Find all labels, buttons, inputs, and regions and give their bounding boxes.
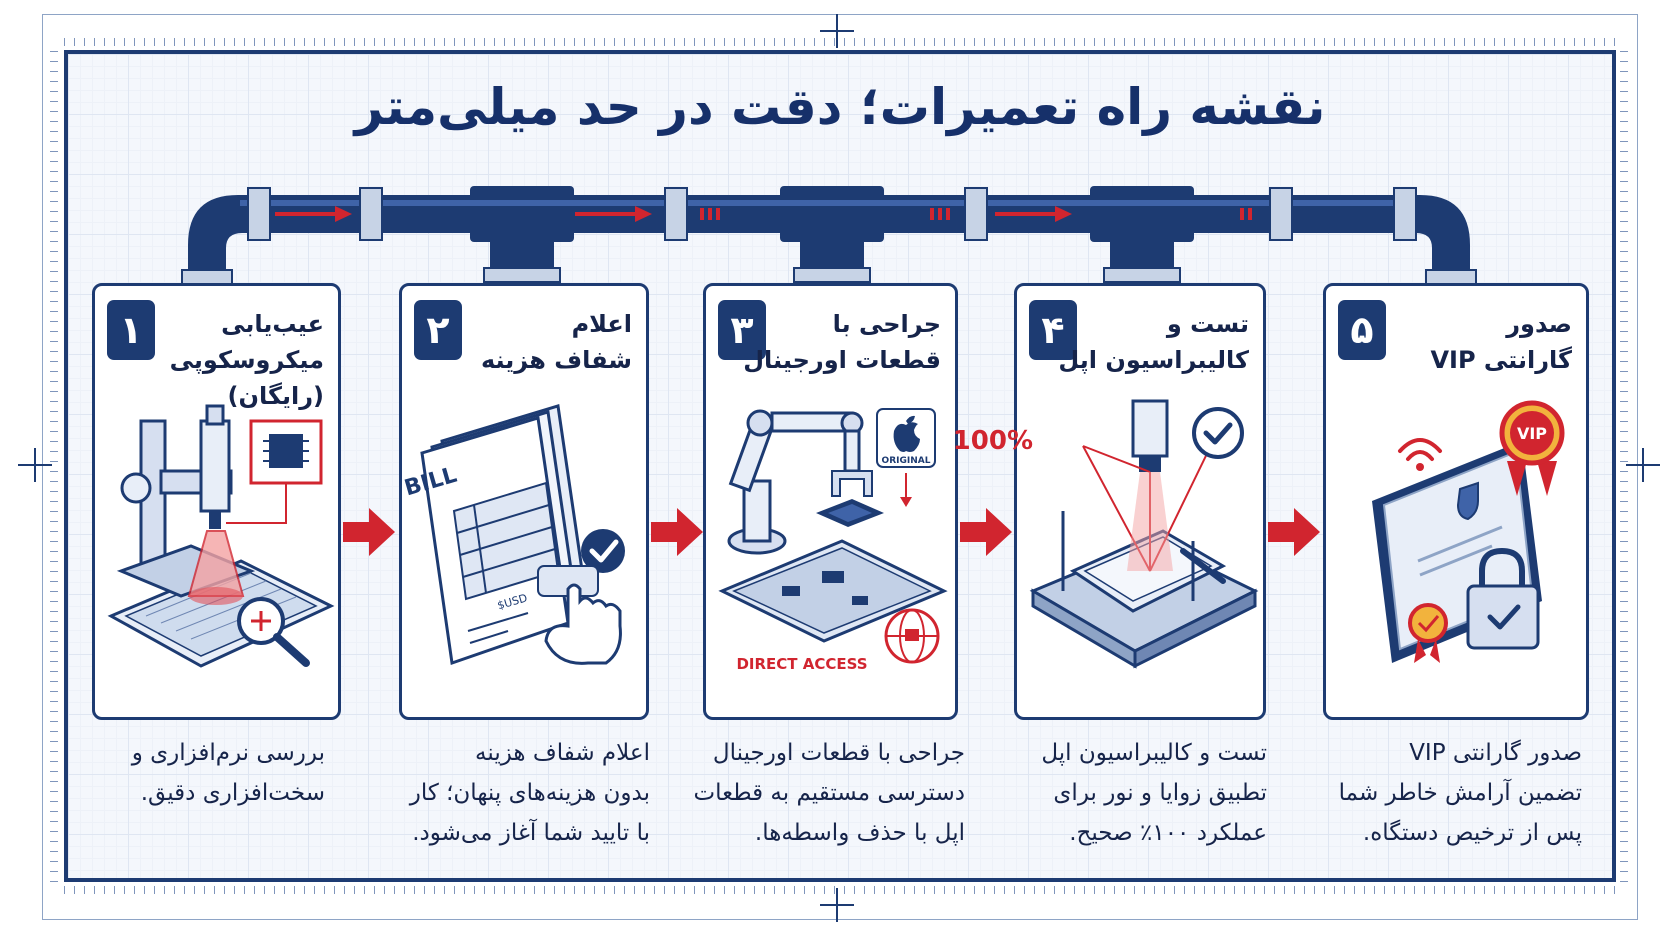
calibration-icon: 100% bbox=[953, 399, 1259, 669]
step-title-3: جراحی با قطعات اورجینال bbox=[743, 306, 941, 378]
step-card-5: ۵ صدور گارانتی VIP VIP bbox=[1323, 283, 1589, 720]
crosshair-top bbox=[820, 14, 854, 48]
step-title-3-line-1: جراحی با bbox=[832, 310, 941, 338]
crosshair-left bbox=[18, 448, 52, 482]
step-title-3-line-2: قطعات اورجینال bbox=[743, 346, 941, 374]
step-description-4-line-1: تست و کالیبراسیون اپل bbox=[1041, 740, 1267, 766]
blueprint-outer-border bbox=[42, 14, 1638, 920]
bottom-ruler bbox=[64, 886, 1616, 894]
flow-arrows bbox=[275, 206, 1252, 222]
crosshair-bottom bbox=[820, 888, 854, 922]
crosshair-right bbox=[1626, 448, 1660, 482]
step-card-1: ۱ عیب‌یابی میکروسکوپی (رایگان) bbox=[92, 283, 341, 720]
step-title-4-line-2: کالیبراسیون اپل bbox=[1058, 346, 1249, 374]
left-ruler bbox=[50, 50, 58, 882]
page-title: نقشه راه تعمیرات؛ دقت در حد میلی‌متر bbox=[354, 78, 1326, 136]
step-description-4-line-2: تطبیق زوایا و نور برای bbox=[1053, 780, 1267, 806]
pipe-highlight bbox=[240, 200, 1416, 206]
step-number-5: ۵ bbox=[1338, 300, 1386, 360]
pipeline-diagram bbox=[181, 186, 1477, 285]
bill-icon: BILL USD$ bbox=[402, 404, 625, 666]
arrow-right-icon bbox=[1268, 508, 1320, 556]
step-card-2: ۲ اعلام شفاف هزینه BILL USD$ bbox=[399, 283, 649, 720]
microscope-icon bbox=[107, 404, 335, 668]
arrow-right-icon bbox=[651, 508, 703, 556]
step-description-3-line-2: دسترسی مستقیم به قطعات bbox=[693, 780, 965, 806]
step-title-2-line-1: اعلام bbox=[571, 310, 632, 338]
step-title-1-line-2: میکروسکوپی bbox=[169, 346, 324, 374]
robot-arm-icon: ORIGINAL DIRECT ACCESS bbox=[718, 408, 948, 673]
step-description-1-line-2: سخت‌افزاری دقیق. bbox=[140, 780, 325, 806]
step-description-4: تست و کالیبراسیون اپل تطبیق زوایا و نور … bbox=[1005, 733, 1267, 853]
step-title-4: تست و کالیبراسیون اپل bbox=[1058, 306, 1249, 378]
certificate-icon: VIP bbox=[1372, 400, 1565, 663]
vip-label: VIP bbox=[1517, 424, 1547, 443]
step-description-1-line-1: بررسی نرم‌افزاری و bbox=[131, 740, 325, 766]
step-title-1-line-1: عیب‌یابی bbox=[221, 310, 324, 338]
step-description-2: اعلام شفاف هزینه بدون هزینه‌های پنهان؛ ک… bbox=[380, 733, 650, 853]
step-description-2-line-2: بدون هزینه‌های پنهان؛ کار bbox=[409, 780, 650, 806]
step-description-5-line-1: صدور گارانتی VIP bbox=[1409, 740, 1582, 766]
direct-access-label: DIRECT ACCESS bbox=[736, 655, 867, 673]
step-number-1: ۱ bbox=[107, 300, 155, 360]
step-title-2-line-2: شفاف هزینه bbox=[480, 346, 632, 374]
step-description-2-line-1: اعلام شفاف هزینه bbox=[475, 740, 650, 766]
step-number-2: ۲ bbox=[414, 300, 462, 360]
step-description-3-line-3: اپل با حذف واسطه‌ها. bbox=[754, 820, 965, 846]
step-description-5-line-2: تضمین آرامش خاطر شما bbox=[1338, 780, 1582, 806]
step-number-4: ۴ bbox=[1029, 300, 1077, 360]
step-number-3: ۳ bbox=[718, 300, 766, 360]
step-title-5-line-1: صدور bbox=[1506, 310, 1572, 338]
step-title-2: اعلام شفاف هزینه bbox=[481, 306, 632, 378]
step-description-5-line-3: پس از ترخیص دستگاه. bbox=[1362, 820, 1582, 846]
step-description-1: بررسی نرم‌افزاری و سخت‌افزاری دقیق. bbox=[110, 733, 325, 813]
step-description-4-line-3: عملکرد ۱۰۰٪ صحیح. bbox=[1069, 820, 1267, 846]
step-title-1-line-3: (رایگان) bbox=[227, 382, 324, 410]
step-description-3-line-1: جراحی با قطعات اورجینال bbox=[712, 740, 965, 766]
original-label: ORIGINAL bbox=[882, 456, 931, 466]
top-ruler bbox=[64, 38, 1616, 46]
right-ruler bbox=[1620, 50, 1628, 882]
step-card-3: ۳ جراحی با قطعات اورجینال ORIGINAL bbox=[703, 283, 958, 720]
step-title-1: عیب‌یابی میکروسکوپی (رایگان) bbox=[170, 306, 324, 414]
step-description-5: صدور گارانتی VIP تضمین آرامش خاطر شما پس… bbox=[1312, 733, 1582, 853]
pipe-couplings bbox=[181, 187, 1477, 285]
percent-label: 100% bbox=[953, 426, 1033, 456]
step-description-3: جراحی با قطعات اورجینال دسترسی مستقیم به… bbox=[690, 733, 965, 853]
step-title-4-line-1: تست و bbox=[1166, 310, 1249, 338]
step-description-2-line-3: با تایید شما آغاز می‌شود. bbox=[412, 820, 650, 846]
step-title-5: صدور گارانتی VIP bbox=[1430, 306, 1572, 378]
step-card-4: ۴ تست و کالیبراسیون اپل 100% bbox=[953, 283, 1266, 720]
arrow-right-icon bbox=[960, 508, 1012, 556]
step-title-5-line-2: گارانتی VIP bbox=[1430, 346, 1572, 374]
arrow-right-icon bbox=[343, 508, 395, 556]
